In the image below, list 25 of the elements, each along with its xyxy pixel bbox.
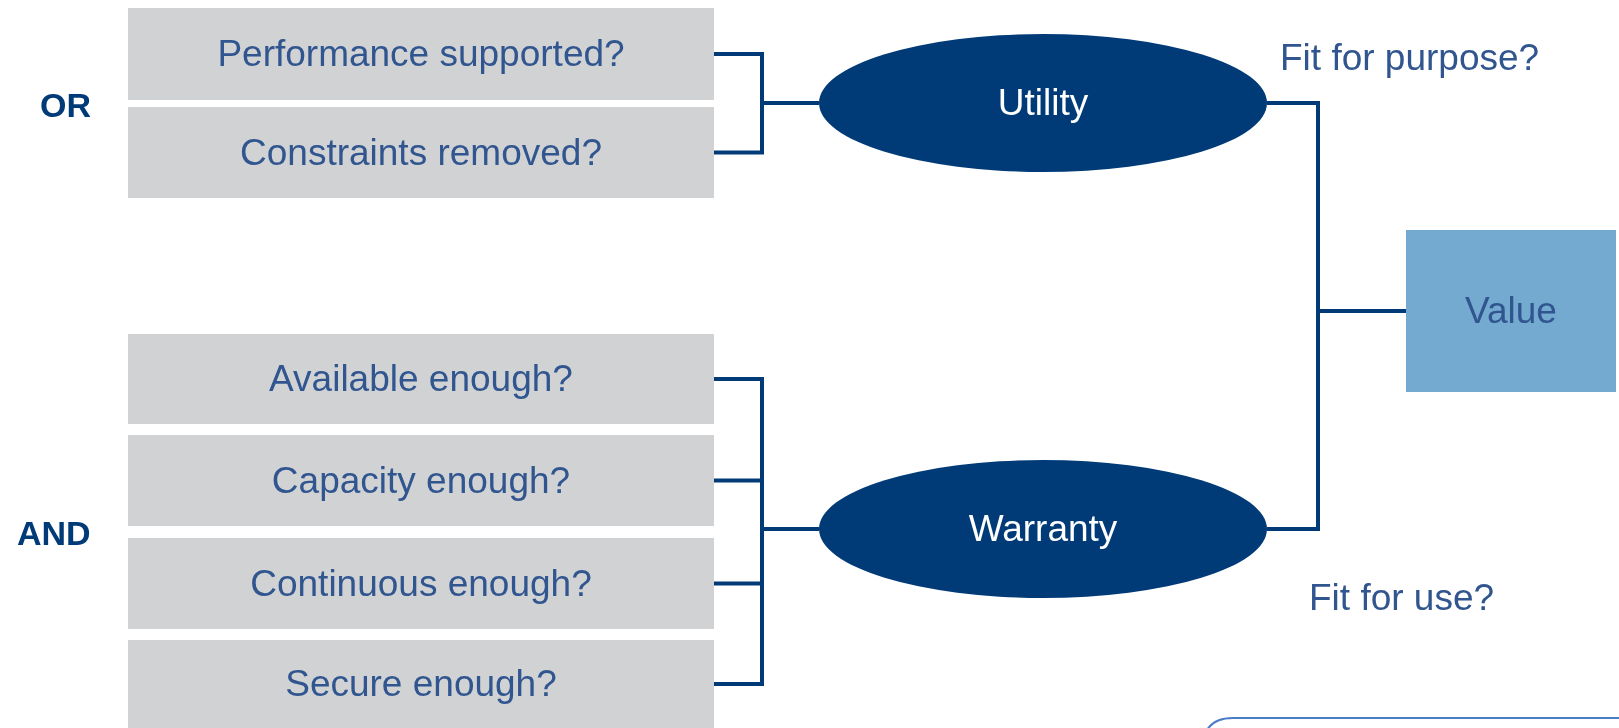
question-box — [128, 538, 714, 629]
connector-line — [714, 527, 819, 686]
connector-line — [714, 101, 819, 155]
node-label: Warranty — [968, 508, 1118, 550]
node-label: Capacity enough? — [271, 459, 571, 502]
question-box — [128, 107, 714, 198]
node-label: Value — [1465, 290, 1557, 332]
question-box — [128, 334, 714, 424]
category-ellipse — [819, 460, 1267, 598]
annotation-text: Fit for use? — [1309, 577, 1495, 619]
category-ellipse — [819, 34, 1267, 172]
connector-line — [1267, 309, 1406, 531]
question-box — [128, 8, 714, 100]
node-label: Performance supported? — [217, 33, 625, 75]
logic-label: AND — [17, 514, 91, 553]
question-box — [128, 435, 714, 526]
node-label: Secure enough? — [285, 663, 557, 705]
node-label: Available enough? — [269, 358, 573, 400]
node-label: Continuous enough? — [250, 562, 592, 605]
question-box — [128, 640, 714, 728]
node-label: Constraints removed? — [240, 131, 602, 174]
logic-label: OR — [40, 86, 91, 125]
result-box — [1406, 230, 1616, 392]
annotation-text: Fit for purpose? — [1280, 37, 1540, 79]
node-label: Utility — [997, 82, 1089, 124]
